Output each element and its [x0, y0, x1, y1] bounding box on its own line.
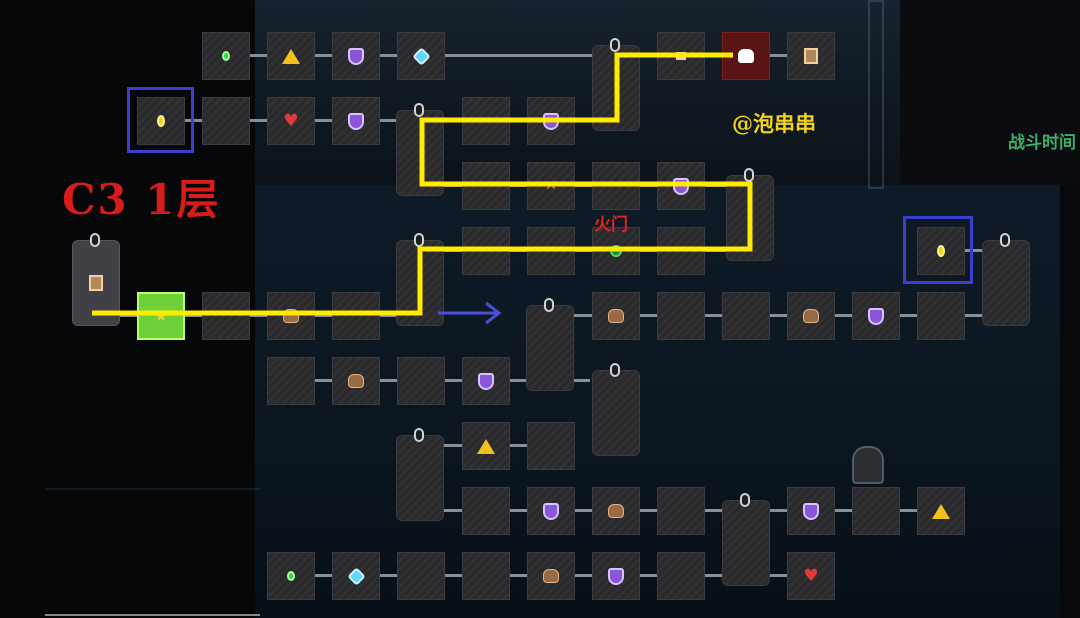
corridor [965, 249, 995, 252]
lock-icon [414, 233, 424, 247]
lock-icon [90, 233, 100, 247]
shield-icon [346, 46, 366, 66]
highlight-box [127, 87, 194, 153]
bag-icon [541, 566, 561, 586]
room-coin-left[interactable] [137, 97, 185, 145]
shield-icon [346, 111, 366, 131]
shield-icon [476, 371, 496, 391]
corridor [570, 314, 990, 317]
heart-icon: ♥ [283, 110, 299, 131]
room-shield[interactable] [527, 487, 575, 535]
room-empty[interactable] [332, 292, 380, 340]
warning-icon [931, 501, 951, 521]
room-warning-top[interactable] [267, 32, 315, 80]
room-empty[interactable] [917, 292, 965, 340]
room-shield-top[interactable] [332, 32, 380, 80]
room-empty[interactable] [267, 357, 315, 405]
room-bag[interactable] [267, 292, 315, 340]
fire-door-label: 火门 [594, 215, 628, 235]
emerald-icon [216, 46, 236, 66]
floor-edge [45, 488, 260, 490]
room-empty[interactable] [852, 487, 900, 535]
wall-pillar [868, 0, 884, 189]
room-empty[interactable] [462, 487, 510, 535]
room-warning[interactable] [462, 422, 510, 470]
room-heart-bottom[interactable]: ♥ [787, 552, 835, 600]
lock-icon [414, 428, 424, 442]
bag-icon [801, 306, 821, 326]
lock-icon [610, 363, 620, 377]
lock-icon [740, 493, 750, 507]
skull-icon [736, 46, 756, 66]
warning-icon [281, 46, 301, 66]
lock-icon [544, 298, 554, 312]
room-chest-top[interactable] [787, 32, 835, 80]
room-bag[interactable] [592, 292, 640, 340]
shield-icon [606, 566, 626, 586]
floor-title: C3 1层 [62, 175, 221, 224]
room-shield-left[interactable] [332, 97, 380, 145]
room-warning[interactable] [917, 487, 965, 535]
floor-edge-bottom [45, 614, 260, 616]
ghost-icon [852, 446, 884, 484]
shield-icon [801, 501, 821, 521]
room-shield[interactable] [592, 552, 640, 600]
bag-icon [346, 371, 366, 391]
lock-icon [414, 103, 424, 117]
bag-icon [606, 306, 626, 326]
room-bag[interactable] [592, 487, 640, 535]
room-empty[interactable] [657, 487, 705, 535]
room-bag[interactable] [787, 292, 835, 340]
battle-time-label: 战斗时间 [1008, 133, 1076, 153]
room-empty[interactable] [397, 552, 445, 600]
shield-icon [541, 501, 561, 521]
room-empty[interactable] [722, 292, 770, 340]
room-bag[interactable] [527, 552, 575, 600]
direction-arrow-head [485, 301, 502, 325]
room-empty[interactable] [202, 292, 250, 340]
room-heart-left[interactable]: ♥ [267, 97, 315, 145]
highlight-box [903, 216, 973, 284]
room-empty[interactable] [657, 552, 705, 600]
room-empty[interactable] [527, 422, 575, 470]
room-bag[interactable] [332, 357, 380, 405]
room-gem-top[interactable] [397, 32, 445, 80]
chest-icon [86, 273, 106, 293]
room-empty[interactable] [397, 357, 445, 405]
room-emerald[interactable] [267, 552, 315, 600]
background-dark-corner [900, 0, 1080, 185]
coin-icon [931, 241, 951, 261]
room-junction[interactable] [396, 435, 444, 521]
route-line [92, 52, 753, 316]
room-empty[interactable] [202, 97, 250, 145]
warning-icon [476, 436, 496, 456]
lock-icon [1000, 233, 1010, 247]
bag-icon [606, 501, 626, 521]
room-shield[interactable] [852, 292, 900, 340]
room-coin-right[interactable] [917, 227, 965, 275]
coin-icon [151, 111, 171, 131]
room-shield[interactable] [787, 487, 835, 535]
lock-icon [744, 168, 754, 182]
room-shield[interactable] [462, 357, 510, 405]
room-gem[interactable] [332, 552, 380, 600]
background-top-area [255, 0, 900, 190]
room-empty[interactable] [657, 292, 705, 340]
shield-icon [866, 306, 886, 326]
room-emerald-top[interactable] [202, 32, 250, 80]
room-empty[interactable] [462, 552, 510, 600]
room-junction[interactable] [592, 370, 640, 456]
author-watermark: @泡串串 [732, 111, 816, 136]
heart-icon: ♥ [803, 565, 819, 586]
emerald-icon [281, 566, 301, 586]
room-junction[interactable] [722, 500, 770, 586]
room-junction[interactable] [526, 305, 574, 391]
lock-icon [610, 38, 620, 52]
chest-icon [801, 46, 821, 66]
